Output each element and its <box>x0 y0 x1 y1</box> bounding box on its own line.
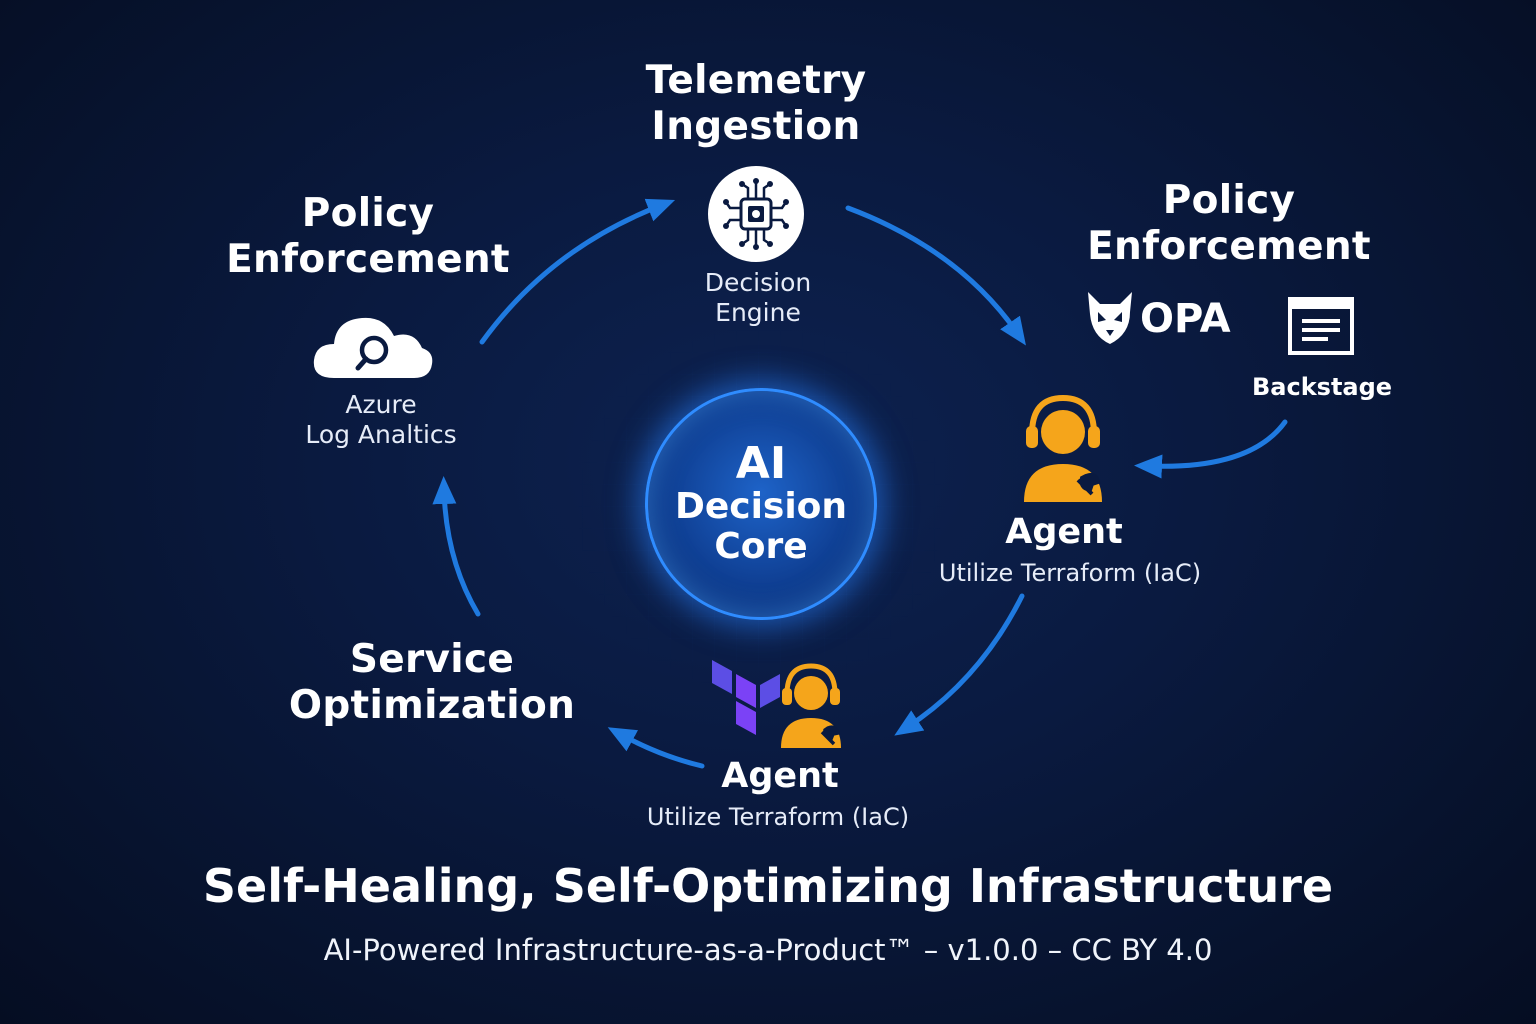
core-line1: AI <box>735 438 787 489</box>
page-subtitle: AI-Powered Infrastructure-as-a-Product™ … <box>323 933 1213 967</box>
decision-engine-label: Decision Engine <box>658 268 858 328</box>
decision-engine-line1: Decision <box>704 268 812 297</box>
page-title: Self-Healing, Self-Optimizing Infrastruc… <box>202 859 1334 913</box>
core-line2: Decision <box>674 486 848 527</box>
opa-label: OPA <box>1140 296 1231 342</box>
agent-right-subtitle: Utilize Terraform (IaC) <box>938 559 1202 587</box>
arrow-backstage-to-agent <box>1134 419 1288 479</box>
telemetry-heading-line2: Ingestion <box>651 104 861 149</box>
policy-right-heading: Policy Enforcement <box>1074 178 1384 270</box>
service-heading: Service Optimization <box>282 637 582 729</box>
azure-log-label: Azure Log Analtics <box>276 390 486 450</box>
ai-decision-core: AI Decision Core <box>645 388 877 620</box>
azure-label-line1: Azure <box>345 390 417 419</box>
arrow-agent-to-bottom <box>894 593 1025 736</box>
service-heading-line1: Service <box>349 637 515 682</box>
policy-right-heading-line2: Enforcement <box>1087 224 1371 269</box>
policy-left-heading-line1: Policy <box>301 191 435 236</box>
arrow-to-policy-right <box>845 205 1026 346</box>
telemetry-heading: Telemetry Ingestion <box>606 58 906 150</box>
terraform-icon <box>712 660 780 740</box>
arrow-to-telemetry <box>479 198 676 345</box>
azure-label-line2: Log Analtics <box>305 420 457 449</box>
agent-headset-icon <box>1020 392 1106 504</box>
telemetry-heading-line1: Telemetry <box>645 58 867 103</box>
policy-left-heading-line2: Enforcement <box>226 237 510 282</box>
agent-bottom-headset-icon <box>778 662 844 750</box>
service-heading-line2: Optimization <box>288 683 576 728</box>
arrow-to-policy-left <box>432 476 481 617</box>
policy-left-heading: Policy Enforcement <box>218 191 518 283</box>
cloud-search-icon <box>310 308 434 380</box>
opa-logo-icon <box>1084 290 1136 346</box>
agent-bottom-subtitle: Utilize Terraform (IaC) <box>646 803 910 831</box>
decision-engine-line2: Engine <box>715 298 801 327</box>
backstage-label: Backstage <box>1252 373 1393 401</box>
core-line3: Core <box>714 526 808 567</box>
agent-bottom-title: Agent <box>721 756 839 796</box>
arrow-to-service <box>607 727 705 769</box>
chip-icon <box>708 166 804 262</box>
backstage-icon <box>1288 297 1354 355</box>
agent-right-title: Agent <box>1005 512 1123 552</box>
policy-right-heading-line1: Policy <box>1162 178 1296 223</box>
